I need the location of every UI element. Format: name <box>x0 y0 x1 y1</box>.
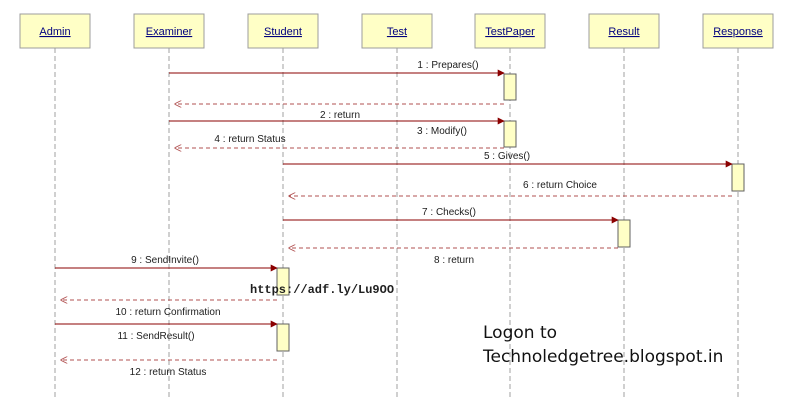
lifeline-testpaper-label: TestPaper <box>485 26 535 38</box>
message-6-label: 5 : Gives() <box>484 151 530 162</box>
message-8-label: 7 : Checks() <box>422 207 476 218</box>
lifeline-examiner-label: Examiner <box>146 26 193 38</box>
message-9-label: 8 : return <box>434 255 474 266</box>
message-11-label: 10 : return Confirmation <box>115 307 220 318</box>
message-7-label: 6 : return Choice <box>523 180 597 191</box>
message-3-label: 2 : return <box>320 110 360 121</box>
message-1-label: 1 : Prepares() <box>417 60 478 71</box>
lifeline-result-label: Result <box>608 26 639 38</box>
message-12-label: 11 : SendResult() <box>117 331 194 342</box>
note-line-1: Logon to <box>483 323 557 343</box>
message-5-label: 4 : return Status <box>214 134 285 145</box>
lifeline-student-label: Student <box>264 26 302 38</box>
lifeline-student-box <box>247 13 319 49</box>
watermark-url: https://adf.ly/Lu9OO <box>250 283 394 297</box>
message-10-label: 9 : SendInvite() <box>131 255 199 266</box>
lifeline-result-box <box>588 13 660 49</box>
activation-testpaper-1 <box>503 73 517 101</box>
message-4-label: 3 : Modify() <box>417 126 467 137</box>
lifeline-admin-label: Admin <box>39 26 70 38</box>
note-line-2: Technoledgetree.blogspot.in <box>482 347 723 367</box>
lifeline-test-label: Test <box>387 26 407 38</box>
lifeline-examiner-box <box>133 13 205 49</box>
activation-student-6 <box>276 323 290 352</box>
lifeline-testpaper-box <box>474 13 546 49</box>
activation-testpaper-2 <box>503 120 517 148</box>
lifeline-test-box <box>361 13 433 49</box>
lifeline-response-box <box>702 13 774 49</box>
lifeline-admin-box <box>19 13 91 49</box>
lifeline-response-label: Response <box>713 26 763 38</box>
activation-result-4 <box>617 219 631 248</box>
activation-response-3 <box>731 163 745 192</box>
activation-student-5 <box>276 267 290 296</box>
message-13-label: 12 : return Status <box>130 367 207 378</box>
